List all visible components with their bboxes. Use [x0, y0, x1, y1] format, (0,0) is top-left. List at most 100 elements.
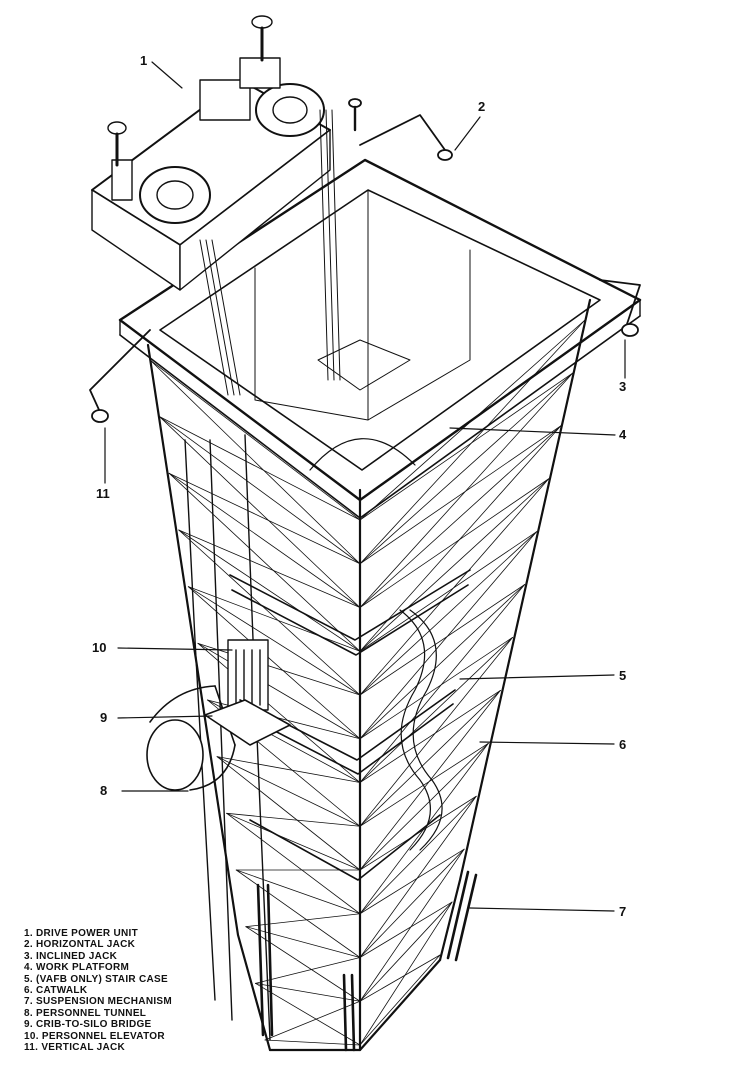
- lattice-strut: [359, 425, 562, 608]
- lattice-strut: [359, 584, 525, 740]
- leader-10: [117, 647, 233, 651]
- stair-case: [399, 609, 443, 851]
- lattice-brace: [359, 372, 574, 608]
- work-platform: [118, 158, 642, 519]
- callout-7: 7: [619, 904, 627, 919]
- lattice-strut: [359, 901, 453, 1002]
- legend-item: 9. CRIB-TO-SILO BRIDGE: [24, 1019, 152, 1031]
- lattice-brace: [359, 848, 465, 1002]
- lattice-brace: [359, 848, 465, 915]
- lattice-brace: [359, 954, 441, 1002]
- lattice-brace: [159, 416, 361, 521]
- lattice-brace: [168, 472, 361, 652]
- lattice-strut: [359, 742, 489, 871]
- lattice-strut: [187, 586, 361, 696]
- lattice-brace: [359, 478, 550, 608]
- lattice-brace: [226, 812, 361, 915]
- callout-8: 8: [100, 783, 108, 798]
- lattice-brace: [359, 690, 501, 871]
- lattice-brace: [359, 584, 525, 696]
- callout-1: 1: [140, 53, 148, 68]
- legend: 1. DRIVE POWER UNIT 2. HORIZONTAL JACK 3…: [24, 928, 172, 1053]
- legend-item: 11. VERTICAL JACK: [24, 1041, 126, 1053]
- lattice-strut: [235, 869, 361, 915]
- lattice-strut: [178, 529, 361, 652]
- lattice-brace: [359, 478, 550, 696]
- lattice-strut: [359, 795, 477, 915]
- lattice-brace: [216, 756, 361, 871]
- lattice-brace: [359, 584, 525, 783]
- jacks: [89, 98, 641, 423]
- callout-5: 5: [619, 668, 627, 683]
- lattice-brace: [359, 319, 586, 565]
- legend-item: 7. SUSPENSION MECHANISM: [24, 996, 173, 1008]
- lattice-brace: [178, 529, 361, 696]
- personnel-tunnel: [146, 685, 236, 791]
- lattice-brace: [359, 637, 513, 827]
- lattice-brace: [159, 416, 361, 608]
- drive-power-unit: [91, 15, 331, 291]
- lattice-brace: [359, 742, 489, 827]
- callout-9: 9: [100, 710, 108, 725]
- lattice-brace: [197, 642, 361, 783]
- lattice-brace: [187, 586, 361, 652]
- elevator-shaft: [184, 434, 271, 1041]
- lattice-strut: [359, 372, 574, 565]
- legend-item: 10. PERSONNEL ELEVATOR: [24, 1030, 165, 1042]
- lattice-brace: [168, 472, 361, 565]
- lattice-brace: [255, 957, 361, 984]
- callout-10: 10: [92, 640, 107, 655]
- lattice-brace: [178, 529, 361, 608]
- lattice-brace: [359, 690, 501, 783]
- leader-5: [459, 674, 615, 680]
- legend-item: 6. CATWALK: [24, 984, 88, 996]
- leader-4: [449, 427, 616, 436]
- callout-11: 11: [96, 486, 110, 501]
- tower-outline: [146, 298, 592, 1052]
- lattice-brace: [359, 901, 453, 958]
- legend-item: 1. DRIVE POWER UNIT: [24, 928, 139, 939]
- lattice-brace: [197, 642, 361, 696]
- lattice-brace: [359, 425, 562, 565]
- lattice-brace: [359, 425, 562, 652]
- legend-item: 8. PERSONNEL TUNNEL: [24, 1007, 147, 1019]
- callout-6: 6: [619, 737, 627, 752]
- lattice-strut: [264, 1039, 361, 1046]
- leader-6: [479, 741, 615, 745]
- leader-2: [454, 116, 481, 151]
- lattice-strut: [359, 690, 501, 827]
- lattice-strut: [226, 812, 361, 871]
- leader-lines: [104, 61, 626, 912]
- legend-item: 2. HORIZONTAL JACK: [24, 939, 136, 951]
- callout-2: 2: [478, 99, 486, 114]
- lattice-strut: [197, 642, 361, 740]
- lattice-strut: [255, 982, 361, 1002]
- callout-4: 4: [619, 427, 627, 442]
- lattice-brace: [226, 812, 361, 827]
- hoist-cables: [199, 109, 341, 396]
- lattice-strut: [149, 359, 361, 521]
- suspension-mechanism: [256, 870, 478, 1052]
- leader-7: [469, 907, 615, 912]
- crib-to-silo-bridge: [204, 699, 291, 746]
- lattice-brace: [245, 913, 361, 928]
- callout-3: 3: [619, 379, 627, 394]
- lattice-brace: [255, 982, 361, 1046]
- lattice-strut: [359, 531, 538, 696]
- lattice-strut: [359, 848, 465, 958]
- lattice-strut: [359, 954, 441, 1046]
- lattice-strut: [359, 478, 550, 652]
- lattice-strut: [216, 756, 361, 827]
- legend-item: 3. INCLINED JACK: [24, 950, 118, 962]
- legend-item: 5. (VAFB ONLY) STAIR CASE: [24, 973, 168, 985]
- lattice-strut: [159, 416, 361, 565]
- lattice-bracing: [149, 319, 586, 1046]
- lattice-brace: [216, 756, 361, 783]
- legend-item: 4. WORK PLATFORM: [24, 962, 130, 974]
- lattice-strut: [168, 472, 361, 608]
- lattice-brace: [359, 795, 477, 958]
- lattice-brace: [359, 901, 453, 1046]
- lattice-brace: [235, 869, 361, 958]
